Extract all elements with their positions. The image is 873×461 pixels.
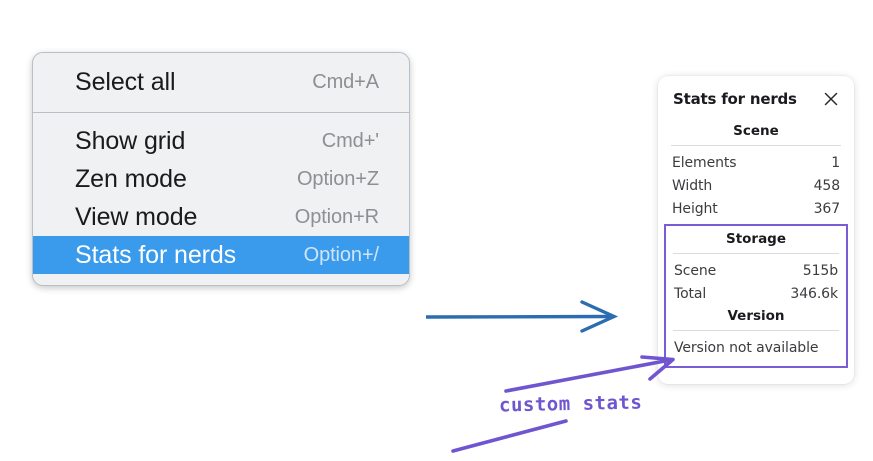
menu-item-show-grid[interactable]: Show grid Cmd+' <box>33 122 409 160</box>
stats-row-label: Width <box>672 177 713 194</box>
menu-item-zen-mode[interactable]: Zen mode Option+Z <box>33 160 409 198</box>
menu-item-label: Zen mode <box>75 164 187 193</box>
stats-row-label: Elements <box>672 154 737 171</box>
menu-item-label: Select all <box>75 67 176 96</box>
stats-row-label: Height <box>672 200 718 217</box>
stats-row-value: 346.6k <box>790 285 838 302</box>
stats-for-nerds-panel[interactable]: Stats for nerds Scene Elements 1 Width 4… <box>658 76 854 384</box>
stats-row-height: Height 367 <box>670 197 842 220</box>
stats-row-elements: Elements 1 <box>670 151 842 174</box>
stats-row-storage-total: Total 346.6k <box>672 282 840 305</box>
section-rule <box>671 145 841 146</box>
section-heading-version: Version <box>727 308 785 324</box>
menu-item-stats-for-nerds[interactable]: Stats for nerds Option+/ <box>33 236 409 274</box>
menu-item-label: View mode <box>75 202 198 231</box>
menu-item-shortcut: Cmd+' <box>321 129 379 152</box>
close-icon[interactable] <box>822 90 840 108</box>
menu-item-select-all[interactable]: Select all Cmd+A <box>33 63 409 101</box>
stats-row-value: 1 <box>831 154 840 171</box>
stats-row-label: Scene <box>674 262 717 279</box>
section-heading-scene: Scene <box>733 123 779 139</box>
stats-row-storage-scene: Scene 515b <box>672 259 840 282</box>
menu-item-shortcut: Option+R <box>294 205 379 228</box>
context-menu[interactable]: Select all Cmd+A Show grid Cmd+' Zen mod… <box>32 52 410 286</box>
menu-group-1: Select all Cmd+A <box>33 53 409 112</box>
annotation-underline-stroke <box>451 419 568 453</box>
menu-group-2: Show grid Cmd+' Zen mode Option+Z View m… <box>33 113 409 285</box>
menu-separator <box>33 112 409 113</box>
section-heading-storage: Storage <box>725 231 787 247</box>
stats-row-width: Width 458 <box>670 174 842 197</box>
section-rule <box>673 330 839 331</box>
menu-item-shortcut: Option+Z <box>296 167 379 190</box>
flow-arrow-icon <box>425 300 619 333</box>
section-rule <box>673 253 839 254</box>
stats-panel-header: Stats for nerds <box>670 90 842 108</box>
menu-item-view-mode[interactable]: View mode Option+R <box>33 198 409 236</box>
custom-stats-highlight-box: Storage Scene 515b Total 346.6k Version … <box>664 224 848 368</box>
stats-row-value: 515b <box>802 262 838 279</box>
annotation-label-custom-stats: custom stats <box>498 391 643 417</box>
menu-item-label: Show grid <box>75 126 186 155</box>
stats-row-value: 458 <box>813 177 841 194</box>
menu-item-shortcut: Option+/ <box>303 243 379 266</box>
stats-panel-title: Stats for nerds <box>673 90 797 108</box>
version-status-text: Version not available <box>674 340 819 356</box>
menu-item-label: Stats for nerds <box>75 240 237 269</box>
stats-row-value: 367 <box>813 200 841 217</box>
menu-item-shortcut: Cmd+A <box>312 70 379 93</box>
annotation-arrow-icon <box>504 355 675 393</box>
stats-row-label: Total <box>674 285 707 302</box>
